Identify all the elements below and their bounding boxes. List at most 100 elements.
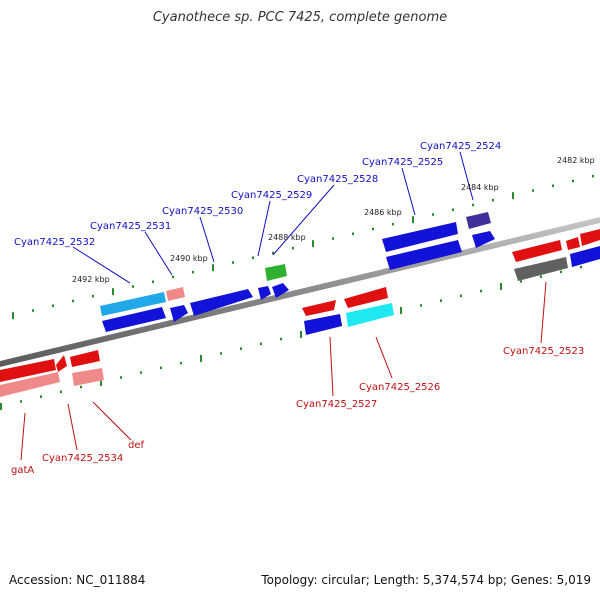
minor-tick — [480, 289, 482, 293]
minor-tick — [452, 208, 454, 212]
minor-tick — [492, 198, 494, 202]
gene-2532-track-a — [100, 292, 166, 316]
label-leaders — [20, 151, 547, 461]
minor-tick — [552, 184, 554, 188]
minor-tick — [220, 352, 222, 355]
gene-2524 — [472, 231, 495, 248]
minor-tick — [460, 294, 462, 298]
gene-2530 — [190, 289, 253, 316]
minor-tick — [52, 304, 54, 308]
gene-2524-track-a — [466, 212, 491, 229]
minor-tick — [420, 304, 422, 307]
minor-tick — [32, 309, 34, 312]
gene-2532 — [102, 307, 166, 332]
minor-tick — [92, 294, 94, 298]
minor-tick — [532, 189, 534, 192]
forward-genes — [100, 212, 600, 332]
minor-tick — [392, 222, 394, 226]
major-tick — [100, 379, 102, 386]
major-tick — [212, 264, 214, 272]
major-tick — [112, 288, 114, 296]
minor-tick — [592, 174, 594, 178]
major-tick — [12, 312, 14, 320]
minor-tick — [72, 299, 74, 303]
leader-2532 — [72, 246, 131, 284]
gene-2531-track-a — [166, 287, 185, 301]
gene-label-2532: Cyan7425_2532 — [14, 237, 95, 248]
minor-tick — [440, 299, 442, 302]
minor-tick — [272, 251, 274, 255]
minor-tick — [40, 395, 42, 398]
gene-labels-top: Cyan7425_2524 Cyan7425_2525 Cyan7425_252… — [14, 141, 501, 248]
minor-tick — [572, 179, 574, 183]
gene-2528-track-a — [265, 264, 287, 281]
minor-tick — [80, 385, 82, 389]
gene-2534-small — [56, 355, 67, 372]
minor-tick — [560, 270, 562, 274]
minor-tick — [580, 265, 582, 269]
gene-2521 — [580, 229, 600, 246]
minor-tick — [540, 275, 542, 278]
ruler-label-2486: 2486 kbp — [364, 208, 402, 217]
minor-tick — [280, 337, 282, 341]
minor-tick — [120, 376, 122, 379]
leader-2528 — [272, 184, 335, 256]
minor-tick — [292, 246, 294, 250]
major-tick — [200, 355, 202, 362]
leader-gatA — [20, 412, 26, 461]
minor-tick — [20, 400, 22, 403]
leader-def — [92, 401, 132, 441]
gene-label-2527: Cyan7425_2527 — [296, 399, 377, 410]
gene-def — [70, 350, 100, 367]
gene-2526-track-a — [344, 287, 388, 308]
minor-tick — [160, 366, 162, 370]
gene-label-gatA: gatA — [11, 465, 34, 476]
minor-tick — [132, 285, 134, 288]
gene-label-2534: Cyan7425_2534 — [42, 453, 123, 464]
minor-tick — [192, 270, 194, 274]
minor-tick — [140, 371, 142, 374]
minor-tick — [152, 280, 154, 284]
minor-tick — [172, 275, 174, 279]
leader-2529 — [257, 200, 271, 257]
minor-tick — [252, 256, 254, 260]
gene-gatA — [0, 359, 56, 382]
minor-tick — [432, 213, 434, 216]
gene-label-2531: Cyan7425_2531 — [90, 221, 171, 232]
ruler-label-2484: 2484 kbp — [461, 183, 499, 192]
leader-2527 — [329, 336, 334, 397]
leader-2524 — [459, 151, 474, 201]
gene-2527-track-a — [302, 300, 336, 316]
minor-tick — [472, 203, 474, 207]
major-tick — [400, 307, 402, 314]
gene-gatA-track-b — [0, 372, 60, 397]
gene-label-2525: Cyan7425_2525 — [362, 157, 443, 168]
minor-tick — [260, 342, 262, 346]
major-tick — [312, 240, 314, 248]
leader-2531 — [144, 231, 173, 276]
minor-tick — [372, 227, 374, 231]
map-title: Cyanothece sp. PCC 7425, complete genome — [152, 10, 448, 25]
ruler-label-2492: 2492 kbp — [72, 275, 110, 284]
reverse-genes — [0, 229, 600, 397]
gene-label-2523: Cyan7425_2523 — [503, 346, 584, 357]
major-tick — [512, 192, 514, 200]
accession-label: Accession: NC_011884 — [9, 573, 146, 587]
minor-tick — [240, 347, 242, 350]
ruler-label-2482: 2482 kbp — [557, 156, 595, 165]
major-tick — [412, 216, 414, 224]
ruler-labels: 2482 kbp 2484 kbp 2486 kbp 2488 kbp 2490… — [72, 156, 595, 284]
ruler-label-2490: 2490 kbp — [170, 254, 208, 263]
gene-2529 — [258, 286, 271, 300]
gene-2523-track-a — [512, 240, 562, 262]
ruler-label-2488: 2488 kbp — [268, 233, 306, 242]
gene-def-track-b — [72, 368, 104, 386]
minor-tick — [332, 237, 334, 240]
gene-2531 — [170, 305, 188, 322]
leader-2534 — [67, 403, 78, 451]
major-tick — [500, 283, 502, 290]
gene-label-2528: Cyan7425_2528 — [297, 174, 378, 185]
gene-2523-track — [570, 246, 600, 267]
